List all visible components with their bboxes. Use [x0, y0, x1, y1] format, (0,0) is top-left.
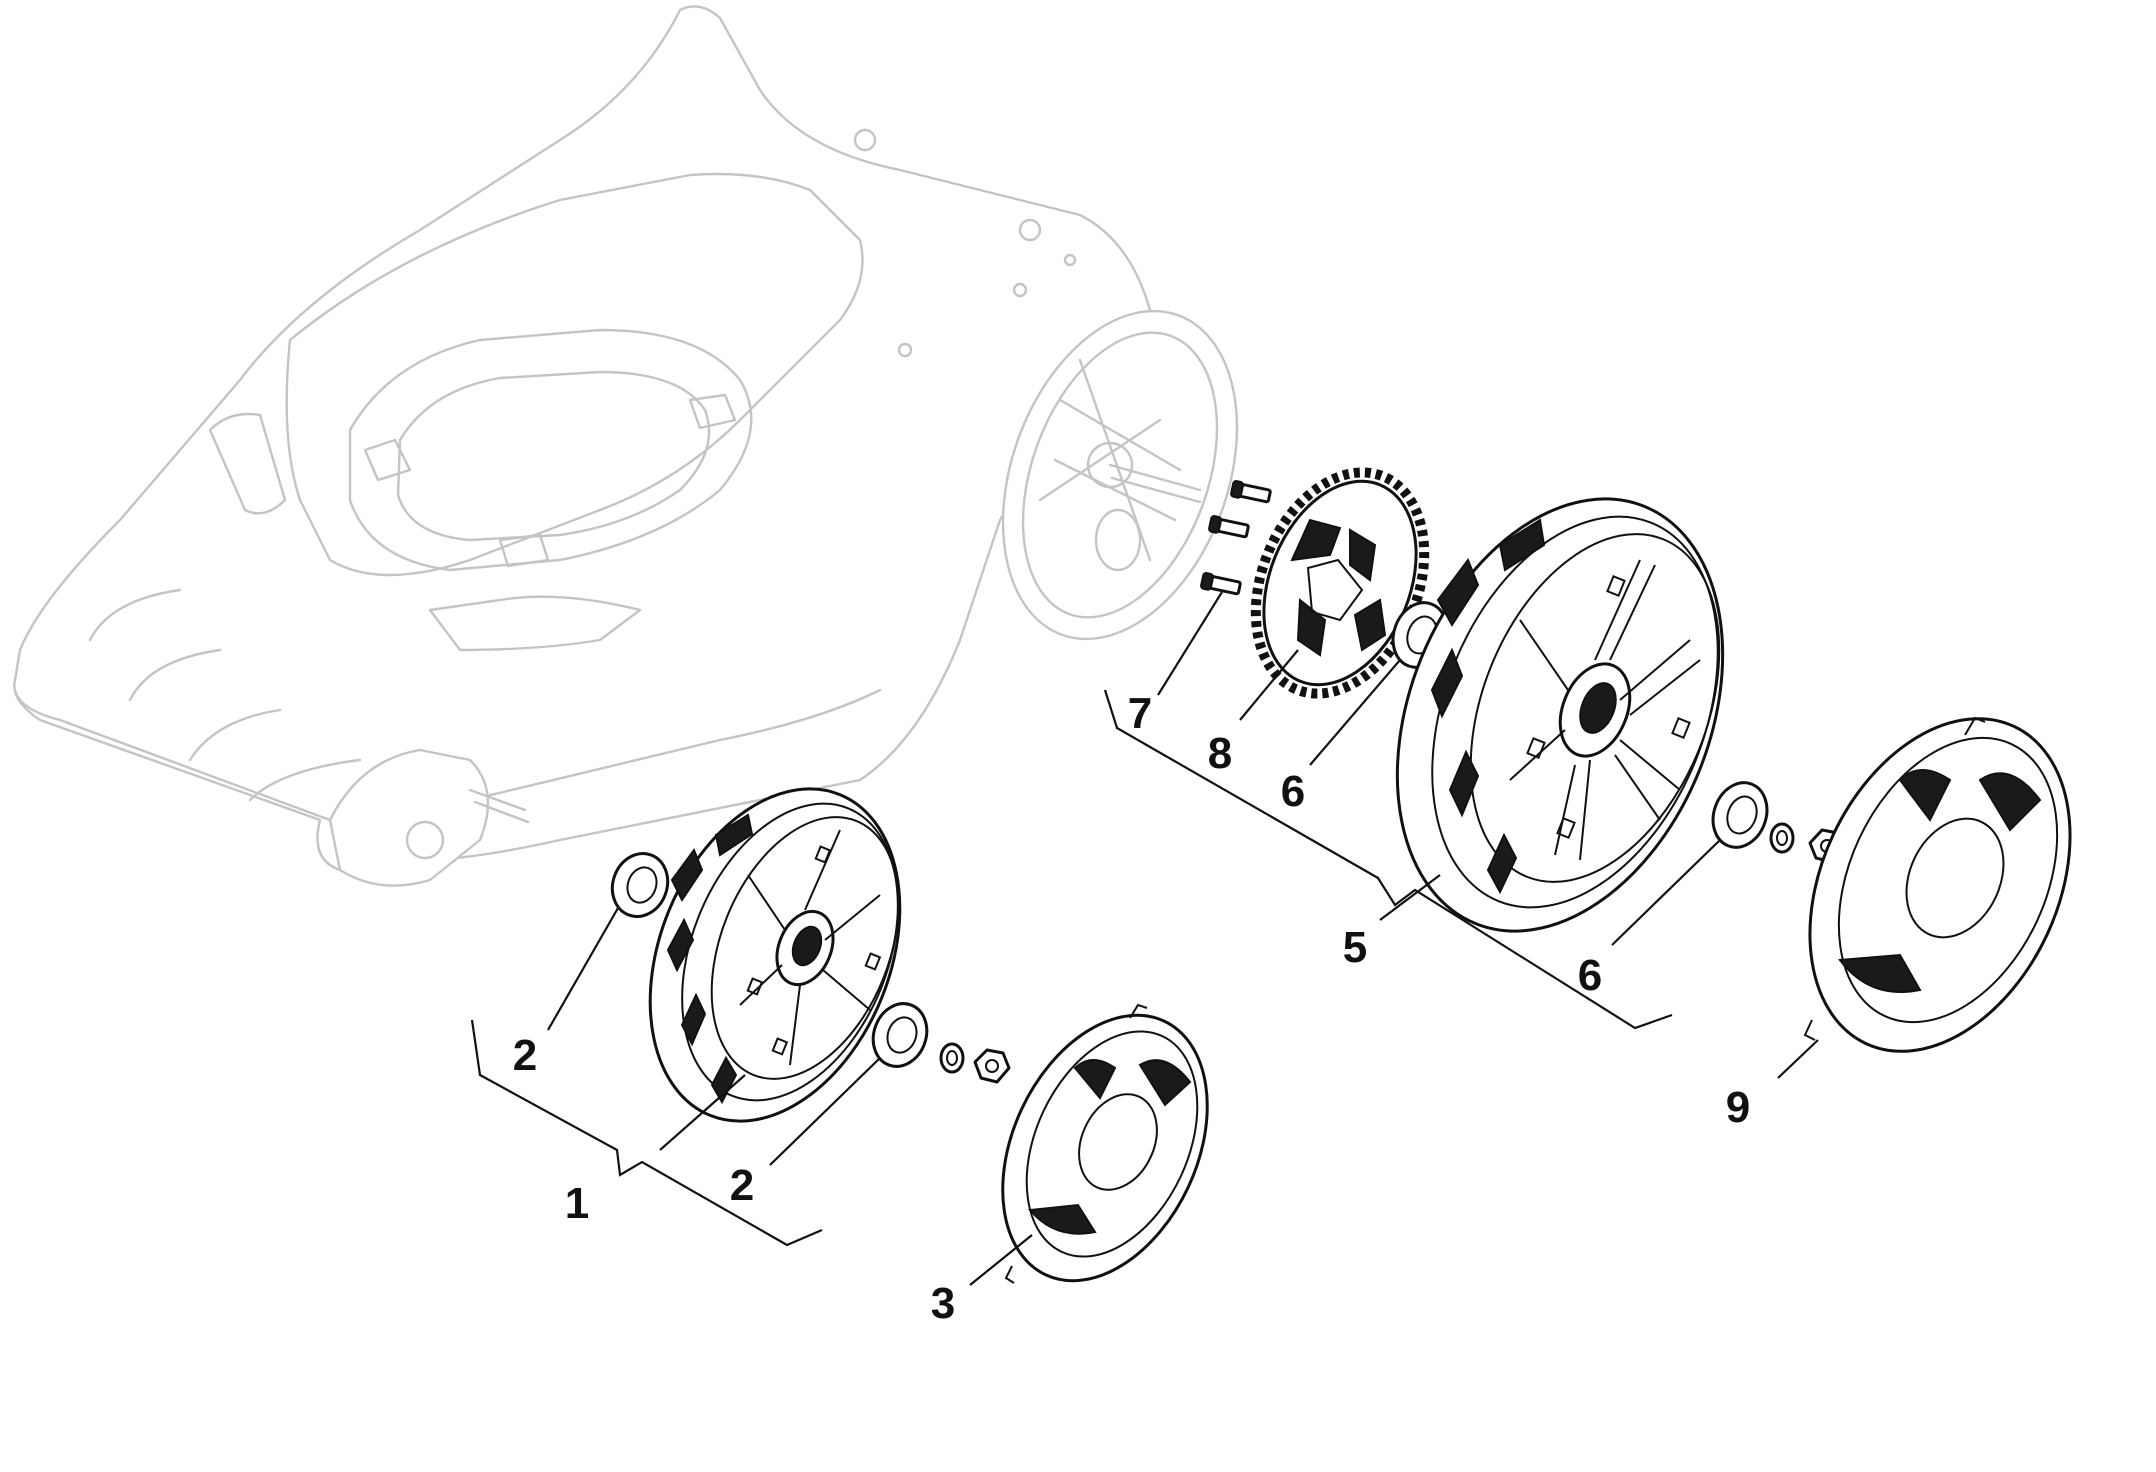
mower-deck	[13, 5, 1162, 887]
rear-assembly-bracket	[1103, 689, 1673, 1030]
callout-3: 3	[931, 1279, 955, 1328]
callout-6-rear-outer: 6	[1578, 951, 1602, 1000]
front-nut	[973, 1048, 1011, 1084]
screw-set	[1200, 480, 1272, 596]
front-hubcap	[1001, 1003, 1209, 1284]
callout-1: 1	[565, 1179, 589, 1228]
callout-2-front-inner: 2	[513, 1031, 537, 1080]
leader-lines	[547, 591, 1819, 1286]
callout-8: 8	[1208, 729, 1232, 778]
rear-wheel	[1395, 497, 1725, 933]
callout-5: 5	[1343, 923, 1367, 972]
front-wheel	[648, 787, 902, 1123]
rear-washer	[1769, 822, 1795, 854]
callout-9: 9	[1726, 1083, 1750, 1132]
callout-2-front-outer: 2	[730, 1161, 754, 1210]
front-washer	[939, 1042, 965, 1074]
callout-6-rear-inner: 6	[1281, 767, 1305, 816]
front-assembly-bracket	[470, 1019, 823, 1247]
callout-labels: 1 2 2 3 5 6 6 7 8 9	[513, 689, 1750, 1328]
bearing-front-outer	[871, 1002, 929, 1068]
rear-hubcap	[1803, 716, 2072, 1053]
bearing-rear-outer	[1711, 781, 1769, 849]
bearing-front-inner	[610, 852, 670, 918]
rear-gear-housing	[1001, 309, 1239, 641]
callout-7: 7	[1128, 689, 1152, 738]
